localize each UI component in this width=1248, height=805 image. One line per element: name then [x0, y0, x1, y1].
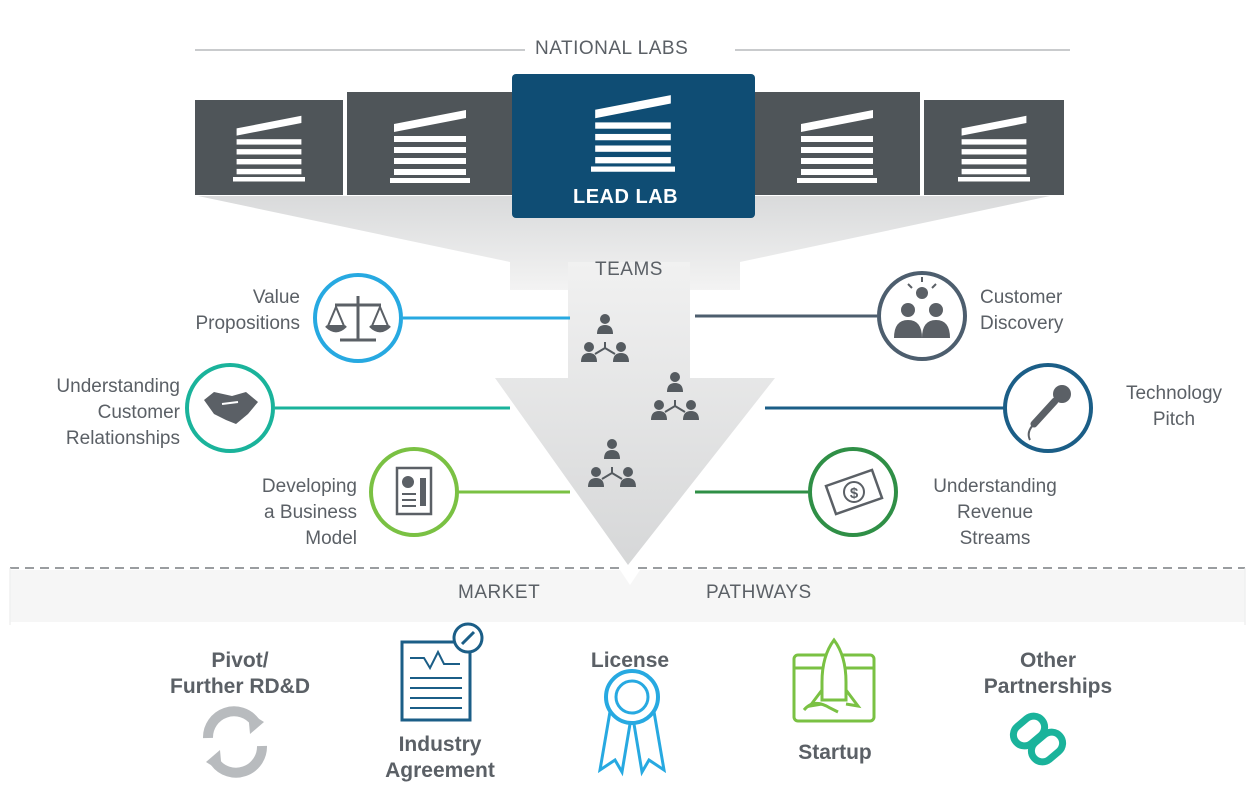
lab-block-2: [347, 92, 512, 195]
money-bill-icon: $: [808, 447, 898, 537]
lab-block-4: [755, 92, 920, 195]
svg-text:$: $: [850, 485, 859, 502]
people-idea-icon: [877, 271, 967, 361]
microphone-icon: [1003, 363, 1093, 453]
chain-link-icon: [1009, 712, 1067, 766]
report-document-icon: [369, 447, 459, 537]
teams-arrow: [495, 262, 775, 565]
national-labs-heading: NATIONAL LABS: [535, 38, 689, 59]
teams-label: TEAMS: [595, 259, 663, 280]
refresh-arrows-icon: [202, 706, 268, 778]
pathways-label: PATHWAYS: [706, 582, 812, 603]
skill-understanding-revenue-streams: Understanding Revenue Streams: [933, 476, 1057, 549]
skill-understanding-customer-relationships: Understanding Customer Relationships: [56, 376, 180, 449]
skill-value-propositions: Value Propositions: [195, 287, 300, 334]
skill-technology-pitch: Technology Pitch: [1125, 383, 1223, 430]
handshake-icon: [185, 363, 275, 453]
funnel-shape: [198, 196, 1050, 290]
skill-customer-discovery: Customer Discovery: [980, 287, 1064, 334]
market-label: MARKET: [458, 582, 541, 603]
pathway-startup-label: Startup: [798, 741, 872, 764]
market-band: [10, 570, 1245, 622]
lead-lab-label: LEAD LAB: [573, 186, 679, 208]
balance-scale-icon: [313, 273, 403, 363]
pathway-other-partnerships-label: Other Partnerships: [983, 649, 1113, 698]
pathway-industry-agreement-label: Industry Agreement: [385, 733, 495, 782]
rocket-launch-icon: [792, 637, 876, 723]
contract-document-icon: [400, 622, 484, 722]
skill-developing-business-model: Developing a Business Model: [261, 476, 357, 549]
pathway-pivot-label: Pivot/ Further RD&D: [170, 649, 310, 698]
award-ribbon-icon: [597, 669, 667, 777]
pathway-license-label: License: [590, 649, 670, 672]
